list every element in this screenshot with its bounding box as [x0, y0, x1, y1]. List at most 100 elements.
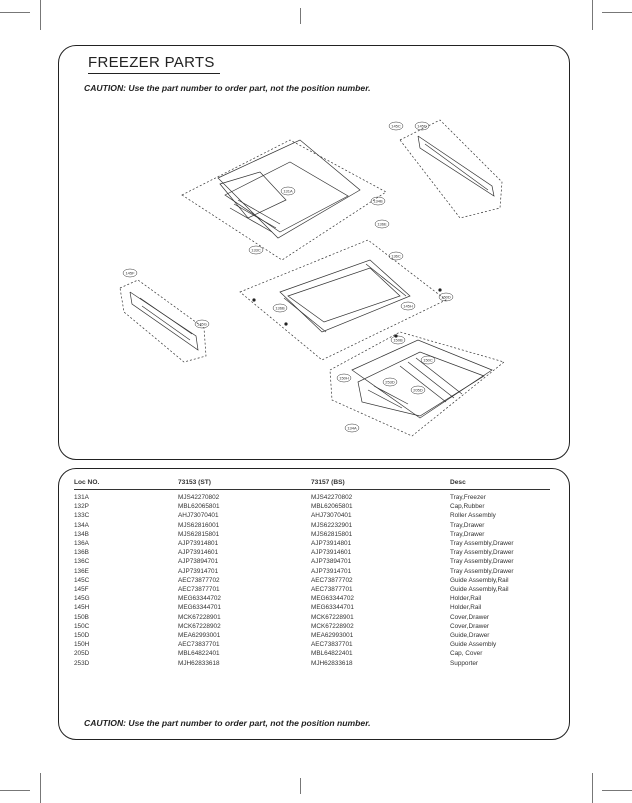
freezer-tray-part [181, 139, 387, 261]
caution-text-top: CAUTION: Use the part number to order pa… [84, 83, 371, 93]
callout-label: 145G [194, 319, 210, 329]
bs-part-cell: MCK67228901 [311, 613, 354, 621]
callout-label: 253D [382, 377, 398, 387]
desc-cell: Guide Assembly [450, 641, 497, 649]
callout-label: 145H [400, 301, 416, 311]
desc-cell: Guide,Drawer [450, 632, 490, 640]
crop-mark [602, 790, 632, 791]
loc-no-cell: 136A [74, 540, 89, 548]
column-header: 73157 (BS) [311, 476, 450, 490]
crop-mark [300, 778, 301, 794]
bs-part-cell: MEA62993001 [311, 632, 354, 640]
callout-label: 145D [414, 121, 430, 131]
callout-label: 150D [438, 292, 454, 302]
st-part-cell: MEG63344701 [178, 604, 221, 612]
bs-part-cell: MJS62232901 [311, 521, 353, 529]
column-header: Loc NO. [74, 476, 178, 490]
svg-text:145D: 145D [417, 124, 427, 129]
desc-cell: Cover,Drawer [450, 622, 490, 630]
st-part-cell: MJS42270802 [178, 494, 220, 501]
callout-label: 134B [370, 196, 386, 206]
st-part-cell: MCK67228901 [178, 613, 221, 621]
loc-no-cell: 136E [74, 567, 89, 575]
st-part-cell: AEC73837701 [178, 641, 220, 649]
svg-text:253D: 253D [385, 380, 395, 385]
crop-mark [40, 0, 41, 30]
column-header: 73153 (ST) [178, 476, 311, 490]
loc-no-cell: 136C [74, 558, 90, 566]
loc-no-cell: 145C [74, 576, 90, 584]
loc-no-cell: 150B [74, 613, 89, 621]
bs-part-cell: MCK67228902 [311, 622, 354, 630]
st-part-cell: AHJ73070401 [178, 512, 219, 520]
loc-no-cell: 131A [74, 494, 89, 501]
loc-no-cell: 150C [74, 622, 90, 630]
loc-no-cell: 253D [74, 659, 90, 667]
bs-part-cell: MEG63344701 [311, 604, 354, 612]
loc-no-cell: 150H [74, 641, 90, 649]
svg-text:145C: 145C [391, 124, 401, 129]
crop-mark [40, 773, 41, 803]
callout-label: 145F [122, 268, 138, 278]
svg-text:136B: 136B [275, 306, 285, 311]
st-part-cell: MJS62816001 [178, 521, 220, 529]
bs-part-cell: AJP73914701 [311, 567, 352, 575]
desc-cell: Tray Assembly,Drawer [450, 567, 514, 575]
bs-part-cell: MJH62833618 [311, 659, 353, 667]
bs-part-cell: MEG63344702 [311, 595, 354, 603]
crop-mark [300, 8, 301, 24]
bs-part-cell: AEC73837701 [311, 641, 353, 649]
svg-text:150B: 150B [393, 338, 403, 343]
rail-guide-right-part [399, 119, 503, 219]
bs-part-cell: AJP73894701 [311, 558, 352, 566]
desc-cell: Cap,Rubber [450, 503, 485, 511]
callout-label: 150C [420, 355, 436, 365]
crop-mark [592, 773, 593, 803]
crop-mark [0, 790, 30, 791]
loc-no-cell: 134B [74, 530, 89, 538]
loc-no-cell: 150D [74, 632, 90, 640]
callout-label: 136B [272, 303, 288, 313]
parts-table: Loc NO. 73153 (ST) 73157 (BS) Desc 131A M… [74, 476, 550, 668]
table-row: 150H AEC73837701 AEC73837701 Guide Assembly [74, 640, 550, 649]
bs-part-cell: MBL64822401 [311, 650, 353, 658]
bs-part-cell: MJS42270802 [311, 494, 353, 501]
screw-dot [394, 334, 398, 338]
callout-label: 205D [410, 385, 426, 395]
desc-cell: Roller Assembly [450, 512, 496, 520]
desc-cell: Tray Assembly,Drawer [450, 549, 514, 557]
desc-cell: Guide Assembly,Rail [450, 586, 509, 594]
svg-text:133C: 133C [251, 248, 261, 253]
table-header-row: Loc NO. 73153 (ST) 73157 (BS) Desc [74, 476, 550, 490]
screw-dot [252, 298, 256, 302]
st-part-cell: MCK67228902 [178, 622, 221, 630]
loc-no-cell: 134A [74, 521, 89, 529]
svg-text:136C: 136C [391, 254, 401, 259]
table-row: 133C AHJ73070401 AHJ73070401 Roller Assembl… [74, 511, 550, 520]
svg-text:205D: 205D [413, 388, 423, 393]
st-part-cell: MEA62993001 [178, 632, 221, 640]
svg-text:145F: 145F [125, 271, 135, 276]
desc-cell: Holder,Rail [450, 604, 482, 612]
bs-part-cell: AHJ73070401 [311, 512, 352, 520]
desc-cell: Tray,Freezer [450, 494, 486, 501]
drawer-tray-part [239, 239, 447, 361]
st-part-cell: MJS62815801 [178, 530, 220, 538]
st-part-cell: AJP73894701 [178, 558, 219, 566]
table-row: 150D MEA62993001 MEA62993001 Guide,Drawer [74, 631, 550, 640]
st-part-cell: MEG63344702 [178, 595, 221, 603]
st-part-cell: AJP73914801 [178, 540, 219, 548]
loc-no-cell: 133C [74, 512, 90, 520]
svg-text:150C: 150C [423, 358, 433, 363]
svg-text:134B: 134B [373, 199, 383, 204]
